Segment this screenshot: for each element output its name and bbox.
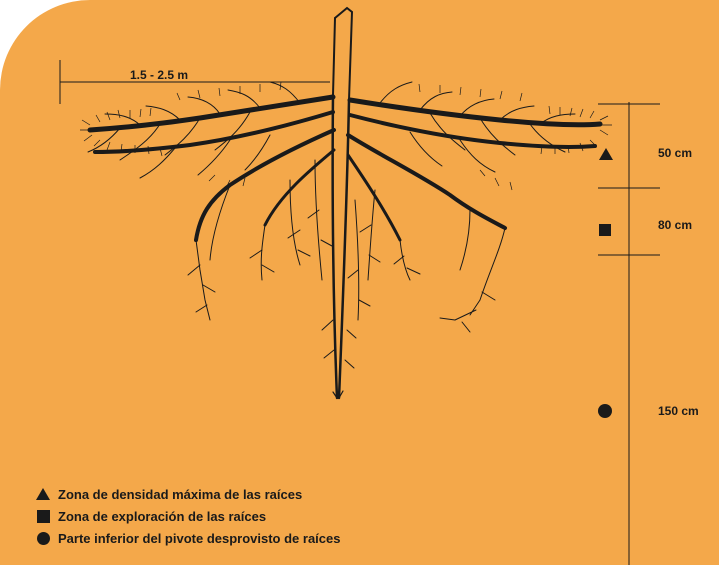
- legend-item: Parte inferior del pivote desprovisto de…: [34, 527, 340, 549]
- legend-text: Zona de exploración de las raíces: [58, 509, 266, 524]
- legend-item: Zona de exploración de las raíces: [34, 505, 340, 527]
- depth-label-150: 150 cm: [658, 404, 699, 418]
- circle-icon: [34, 532, 52, 545]
- legend-text: Zona de densidad máxima de las raíces: [58, 487, 302, 502]
- depth-marker-square-icon: [599, 224, 611, 236]
- width-dimension-line: [60, 60, 330, 104]
- square-icon: [34, 510, 52, 523]
- legend-item: Zona de densidad máxima de las raíces: [34, 483, 340, 505]
- depth-scale: [598, 102, 660, 565]
- taproot: [333, 8, 352, 398]
- width-label: 1.5 - 2.5 m: [130, 68, 188, 82]
- legend: Zona de densidad máxima de las raíces Zo…: [34, 483, 340, 549]
- depth-label-50: 50 cm: [658, 146, 692, 160]
- depth-marker-triangle-icon: [599, 148, 613, 160]
- legend-text: Parte inferior del pivote desprovisto de…: [58, 531, 340, 546]
- triangle-icon: [34, 488, 52, 500]
- depth-marker-circle-icon: [598, 404, 612, 418]
- depth-label-80: 80 cm: [658, 218, 692, 232]
